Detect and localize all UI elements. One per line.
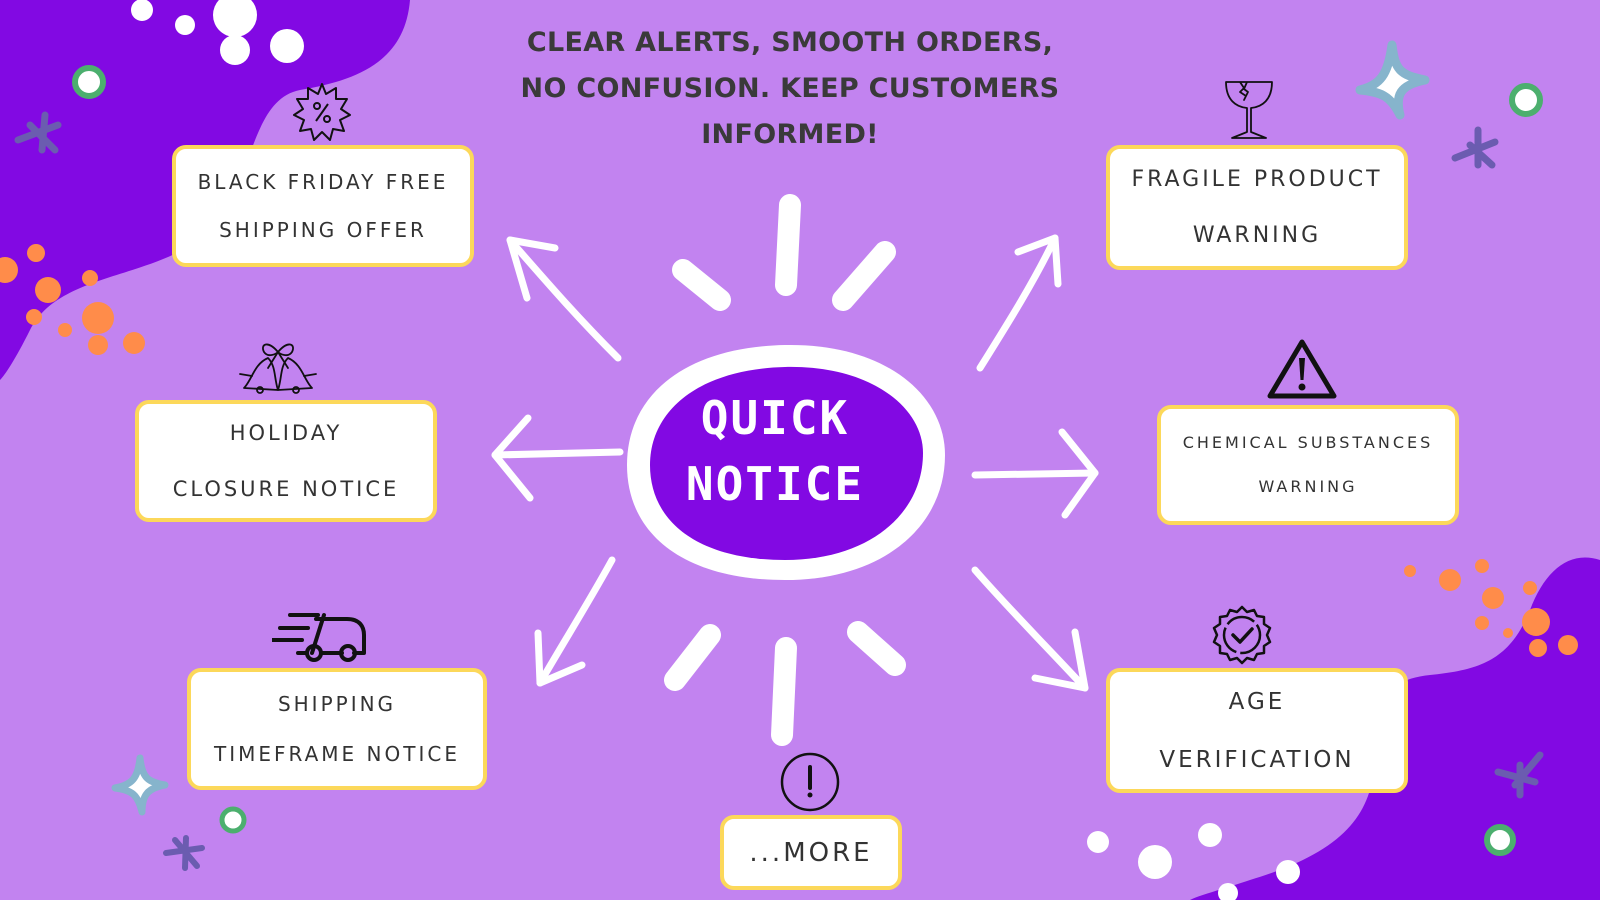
- broken-glass-icon: [1225, 81, 1273, 139]
- notice-label-line: SHIPPING: [277, 692, 397, 716]
- exclamation-circle-icon: [780, 752, 840, 812]
- notice-label-line: CHEMICAL SUBSTANCES: [1182, 433, 1434, 452]
- notice-card-fragile-warning[interactable]: FRAGILE PRODUCT WARNING: [1106, 145, 1408, 270]
- discount-badge-icon: [293, 83, 351, 141]
- notice-label-line: VERIFICATION: [1159, 746, 1355, 773]
- fast-delivery-truck-icon: [272, 613, 366, 662]
- headline: CLEAR ALERTS, SMOOTH ORDERS, NO CONFUSIO…: [480, 20, 1100, 158]
- notice-card-shipping-timeframe[interactable]: SHIPPING TIMEFRAME NOTICE: [187, 668, 487, 790]
- center-title-line-1: QUICK: [700, 391, 850, 445]
- headline-line-2: NO CONFUSION. KEEP CUSTOMERS: [520, 73, 1060, 104]
- notice-label-line: ...MORE: [749, 837, 873, 868]
- notice-label-line: FRAGILE PRODUCT: [1131, 166, 1383, 192]
- center-bubble: [627, 344, 945, 580]
- notice-label-line: HOLIDAY: [229, 421, 343, 445]
- headline-line-1: CLEAR ALERTS, SMOOTH ORDERS,: [526, 27, 1054, 58]
- notice-label-line: SHIPPING OFFER: [219, 218, 427, 242]
- notice-label-line: WARNING: [1258, 477, 1358, 496]
- notice-card-holiday-closure[interactable]: HOLIDAY CLOSURE NOTICE: [135, 400, 437, 522]
- notice-label-line: AGE: [1228, 688, 1286, 715]
- notice-label-line: WARNING: [1192, 222, 1322, 248]
- bells-icon: [239, 343, 317, 394]
- notice-card-age-verification[interactable]: AGE VERIFICATION: [1106, 668, 1408, 793]
- notice-card-chemical-warning[interactable]: CHEMICAL SUBSTANCES WARNING: [1157, 405, 1459, 525]
- headline-line-3: INFORMED!: [701, 119, 879, 150]
- notice-label-line: CLOSURE NOTICE: [172, 477, 400, 501]
- verified-badge-icon: [1212, 605, 1272, 665]
- notice-card-more[interactable]: ...MORE: [720, 815, 902, 890]
- notice-label-line: BLACK FRIDAY FREE: [197, 170, 449, 194]
- notice-label-line: TIMEFRAME NOTICE: [214, 742, 460, 766]
- notice-card-black-friday[interactable]: BLACK FRIDAY FREE SHIPPING OFFER: [172, 145, 474, 267]
- center-title: QUICK NOTICE: [640, 385, 910, 517]
- center-title-line-2: NOTICE: [685, 457, 865, 511]
- warning-triangle-icon: [1267, 339, 1337, 399]
